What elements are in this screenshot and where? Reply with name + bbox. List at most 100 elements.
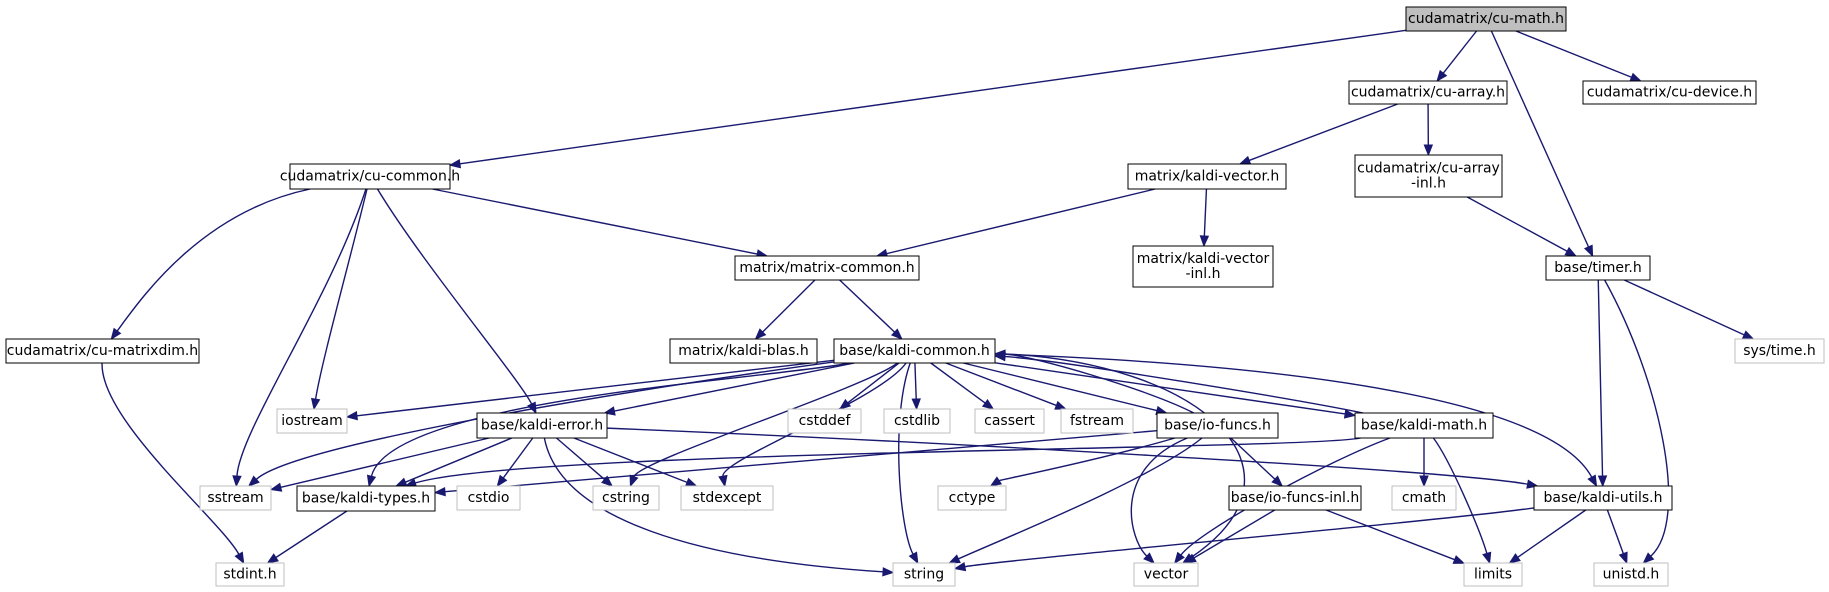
node-box (476, 412, 608, 439)
node-cmath: cmath (1391, 485, 1457, 511)
edge-arrowhead (234, 551, 245, 565)
node-box (5, 338, 200, 364)
edge-line (376, 188, 533, 405)
node-box (1127, 163, 1287, 190)
node-label: cudamatrix/cu-matrixdim.h (7, 343, 198, 359)
node-string: string (892, 562, 956, 587)
edge-kaldi-utils-to-unistd (1606, 509, 1628, 565)
edge-line (930, 362, 986, 404)
edge-line (275, 510, 348, 559)
edge-cu-math-to-cu-device (1515, 30, 1643, 82)
edge-line (432, 188, 758, 255)
edge-kaldi-vector-to-kaldi-vector-inl (1199, 188, 1210, 248)
nodes-layer: cudamatrix/cu-math.h cudamatrix/cu-array.… (5, 6, 1825, 587)
edge-cu-array-inl-to-timer (1466, 196, 1578, 257)
edge-arrowhead (232, 475, 242, 488)
edge-line (1004, 355, 1364, 414)
node-cu-common[interactable]: cudamatrix/cu-common.h (280, 163, 460, 190)
node-kaldi-utils[interactable]: base/kaldi-utils.h (1533, 485, 1673, 511)
node-kaldi-types[interactable]: base/kaldi-types.h (296, 485, 436, 512)
node-label: cudamatrix/cu-array (1357, 161, 1500, 177)
node-label: sys/time.h (1743, 343, 1816, 359)
node-label: cstdio (468, 490, 510, 506)
edge-kaldi-vector-to-matrix-common (875, 188, 1156, 259)
edge-cu-math-to-cu-common (448, 29, 1407, 169)
node-stdint: stdint.h (215, 562, 285, 587)
edge-timer-to-unistd (1604, 279, 1670, 564)
edge-arrowhead (754, 328, 767, 340)
node-kaldi-blas[interactable]: matrix/kaldi-blas.h (669, 338, 818, 364)
edge-kaldi-common-to-string (898, 362, 919, 565)
node-sys-time: sys/time.h (1734, 338, 1825, 364)
node-cu-device[interactable]: cudamatrix/cu-device.h (1582, 80, 1757, 105)
node-kaldi-error[interactable]: base/kaldi-error.h (476, 412, 608, 439)
node-box (1582, 80, 1757, 105)
node-box (1132, 245, 1274, 288)
edge-arrowhead (601, 475, 614, 487)
edge-kaldi-error-to-cstring (556, 437, 614, 487)
edge-line (415, 437, 1361, 484)
edge-line (614, 362, 855, 412)
node-kaldi-vector-inl[interactable]: matrix/kaldi-vector-inl.h (1132, 245, 1274, 288)
node-label: iostream (281, 413, 343, 429)
edge-cu-common-to-cu-matrixdim (110, 188, 311, 341)
edge-cu-common-to-kaldi-error (376, 188, 537, 415)
edges-layer (101, 29, 1755, 577)
node-label: limits (1474, 567, 1512, 583)
node-kaldi-math[interactable]: base/kaldi-math.h (1354, 412, 1494, 439)
edge-line (1004, 353, 1195, 414)
edge-line (573, 437, 688, 484)
edge-line (898, 362, 914, 555)
edge-line (1466, 196, 1568, 252)
edge-io-funcs-to-kaldi-types (433, 429, 1158, 497)
edge-line (963, 362, 1158, 412)
edge-arrowhead (1583, 244, 1594, 258)
edge-line (998, 437, 1176, 482)
node-fstream: fstream (1060, 408, 1134, 434)
edge-line (444, 429, 1158, 493)
edge-arrowhead (718, 474, 728, 488)
edge-kaldi-common-to-kaldi-types (366, 362, 851, 488)
node-timer[interactable]: base/timer.h (1545, 255, 1651, 281)
edge-line (762, 279, 816, 333)
node-io-funcs[interactable]: base/io-funcs.h (1156, 412, 1279, 439)
edge-kaldi-math-to-kaldi-common (993, 351, 1364, 414)
node-matrix-common[interactable]: matrix/matrix-common.h (734, 255, 920, 281)
edge-kaldi-common-to-cstring (629, 362, 899, 488)
node-label: base/timer.h (1554, 260, 1642, 276)
edge-line (101, 362, 240, 555)
node-kaldi-common[interactable]: base/kaldi-common.h (833, 338, 996, 364)
node-cu-array-inl[interactable]: cudamatrix/cu-array-inl.h (1354, 154, 1503, 198)
node-cu-math[interactable]: cudamatrix/cu-math.h (1405, 6, 1567, 32)
node-box (215, 562, 285, 587)
node-label: cstddef (799, 413, 852, 429)
edge-arrowhead (110, 327, 122, 341)
edge-kaldi-math-to-kaldi-types (404, 437, 1361, 488)
node-box (1391, 485, 1457, 511)
edge-line (964, 507, 1535, 568)
node-box (1545, 255, 1651, 281)
node-label: cstdlib (894, 413, 940, 429)
node-label: cudamatrix/cu-array.h (1351, 85, 1505, 101)
edge-arrowhead (1143, 552, 1155, 564)
edge-line (1432, 437, 1488, 554)
edge-arrowhead (1343, 409, 1357, 419)
edge-arrowhead (882, 567, 895, 577)
node-kaldi-vector[interactable]: matrix/kaldi-vector.h (1127, 163, 1287, 190)
node-label: fstream (1070, 413, 1124, 429)
edge-line (1515, 30, 1632, 78)
node-io-funcs-inl[interactable]: base/io-funcs-inl.h (1228, 485, 1362, 511)
node-label: matrix/kaldi-blas.h (678, 343, 808, 359)
node-cu-matrixdim[interactable]: cudamatrix/cu-matrixdim.h (5, 338, 200, 364)
edge-arrowhead (394, 477, 408, 487)
node-label: cstring (602, 490, 650, 506)
node-box (1354, 412, 1494, 439)
node-box (1463, 562, 1523, 587)
node-label: -inl.h (1411, 176, 1446, 192)
node-box (289, 163, 451, 190)
node-label: vector (1144, 567, 1189, 583)
node-cu-array[interactable]: cudamatrix/cu-array.h (1348, 80, 1508, 105)
edge-line (1193, 509, 1276, 559)
edge-cu-common-to-sstream (232, 188, 367, 488)
edge-line (1517, 509, 1587, 558)
